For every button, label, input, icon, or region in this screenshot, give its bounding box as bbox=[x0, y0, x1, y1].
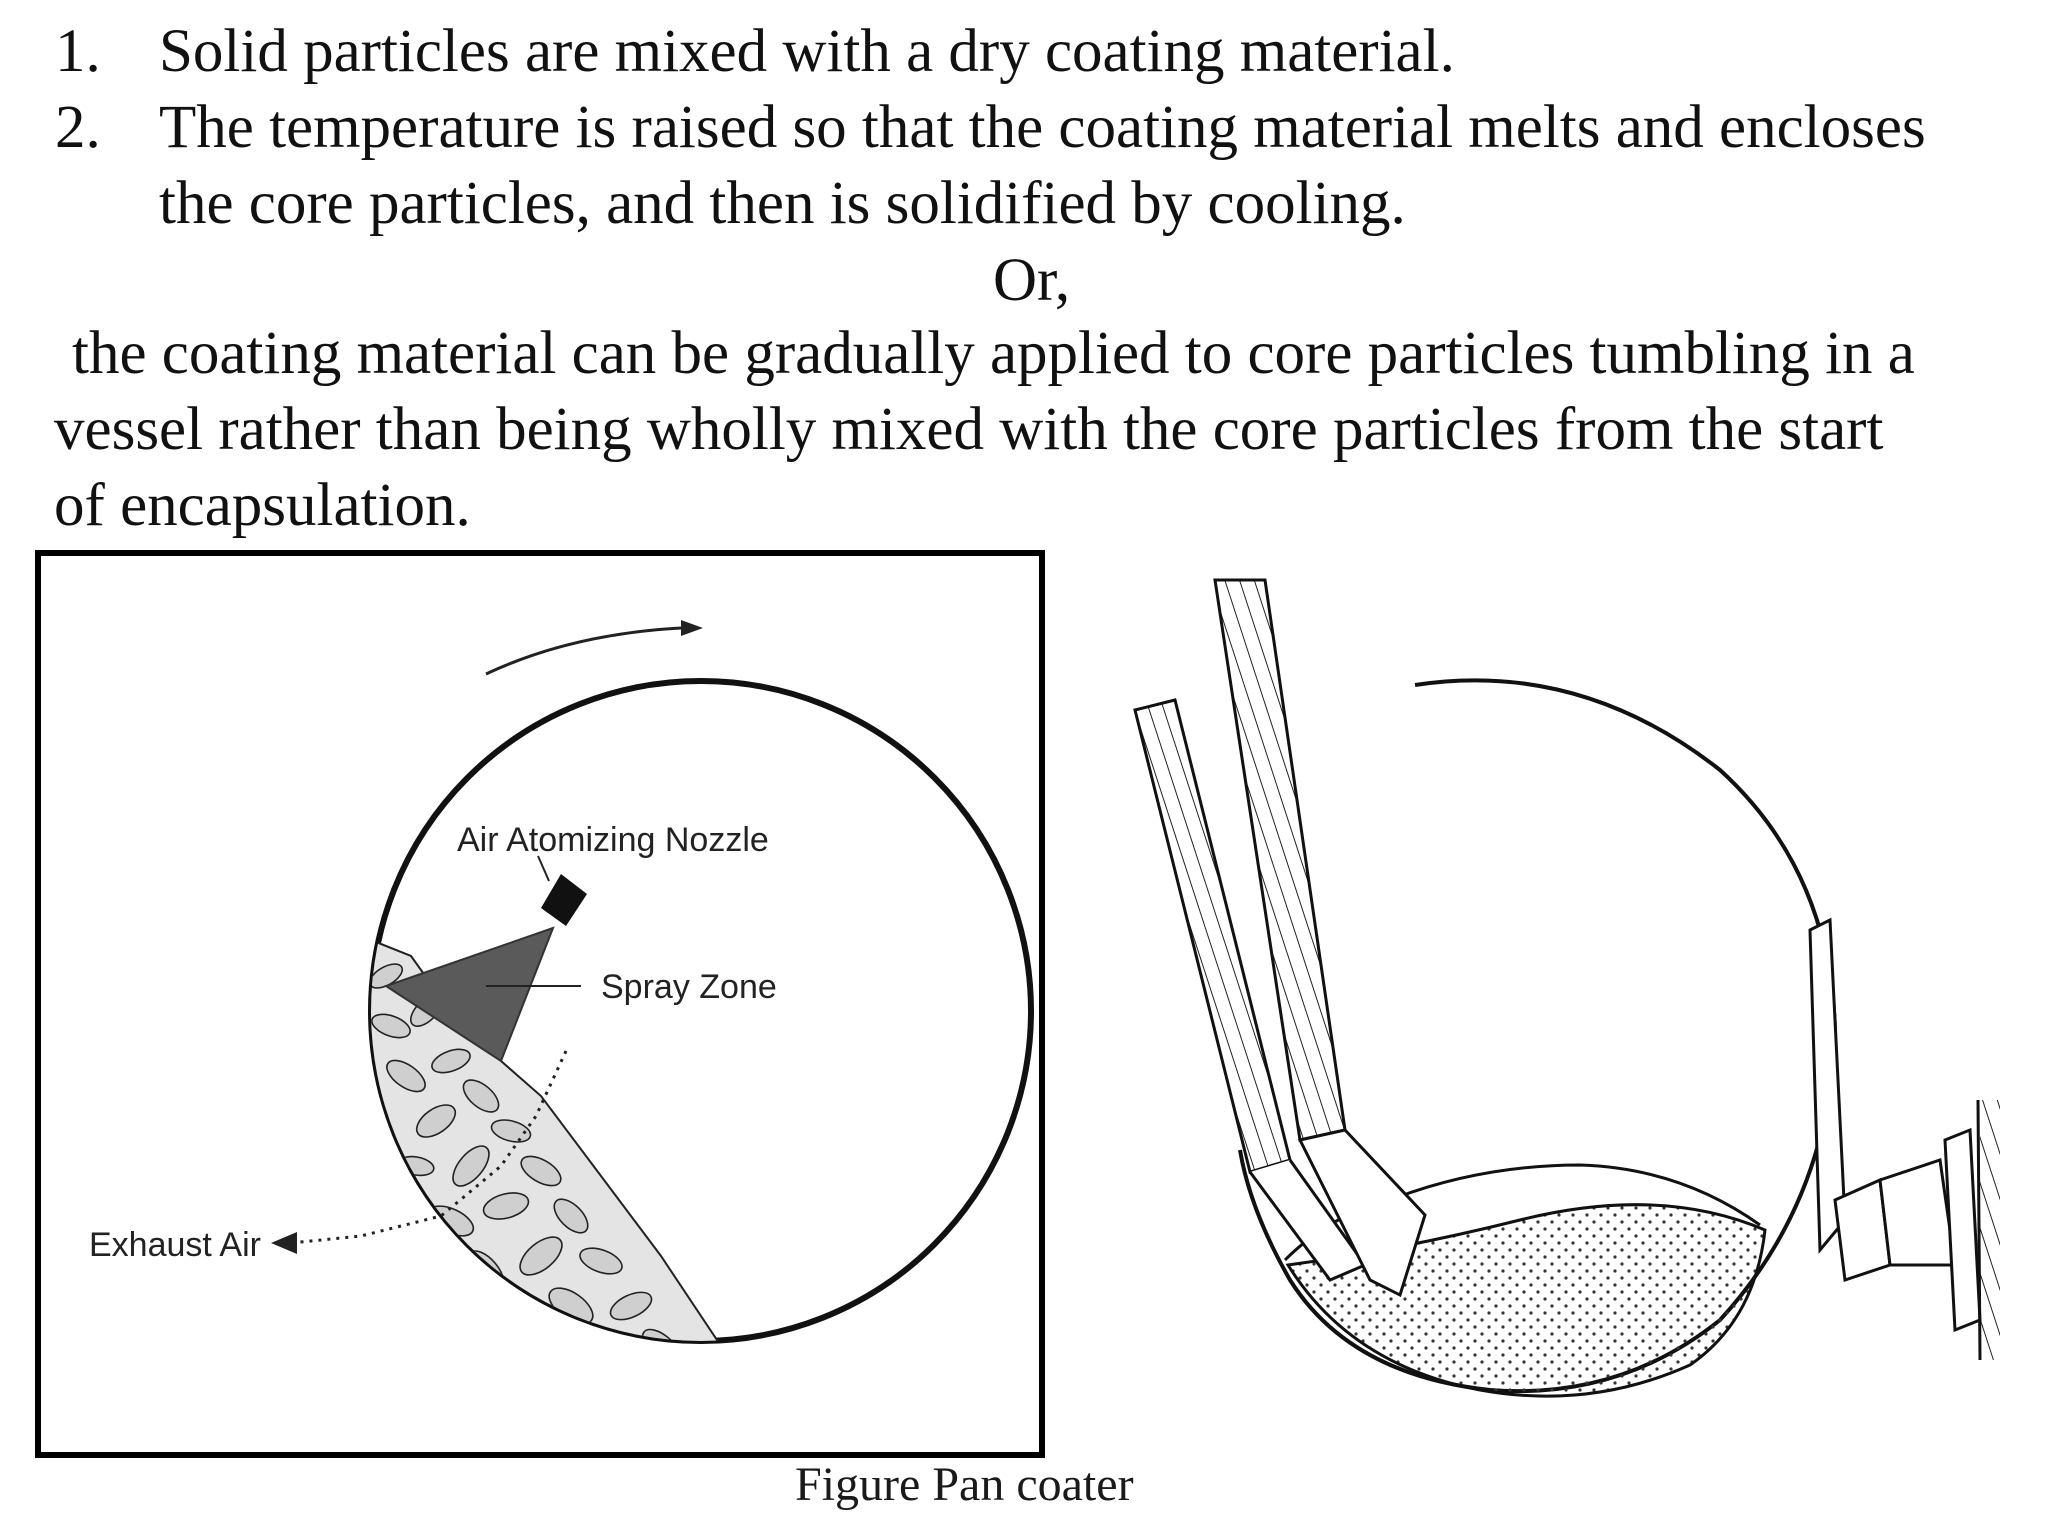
paragraph-line-1: the coating material can be gradually ap… bbox=[72, 320, 1915, 387]
step-2-text: The temperature is raised so that the co… bbox=[159, 94, 1926, 161]
step-1-number: 1. bbox=[55, 18, 101, 85]
figure-caption: Figure Pan coater bbox=[795, 1458, 1134, 1511]
nozzle-pointer bbox=[537, 855, 550, 882]
pan-outline bbox=[1238, 678, 1838, 1394]
nozzle-label: Air Atomizing Nozzle bbox=[457, 821, 769, 859]
step-2-continuation: the core particles, and then is solidifi… bbox=[159, 170, 1406, 237]
paragraph-line-3: of encapsulation. bbox=[54, 472, 471, 539]
rotation-arrowhead bbox=[681, 620, 703, 636]
exhaust-path bbox=[290, 1050, 568, 1245]
nozzle-icon bbox=[541, 874, 587, 926]
front-hose bbox=[1213, 578, 1427, 1298]
spray-zone-label: Spray Zone bbox=[601, 968, 777, 1006]
pan-coater-diagram: Air Atomizing Nozzle Spray Zone Exhaust … bbox=[35, 550, 1045, 1458]
pan-coater-illustration bbox=[1100, 560, 2000, 1440]
exhaust-arrowhead bbox=[271, 1232, 297, 1254]
wall-hatching bbox=[1980, 1100, 2000, 1360]
particle-bed bbox=[371, 934, 743, 1341]
pan-mount bbox=[1833, 1127, 1982, 1333]
rear-hose bbox=[1133, 698, 1368, 1282]
paragraph-line-2: vessel rather than being wholly mixed wi… bbox=[54, 396, 1884, 463]
step-2-number: 2. bbox=[55, 94, 101, 161]
or-text: Or, bbox=[993, 247, 1071, 314]
rotation-arrow bbox=[485, 626, 682, 676]
wall-line bbox=[1976, 1099, 1982, 1361]
exhaust-label: Exhaust Air bbox=[89, 1226, 261, 1264]
alternative-paragraph: the coating material can be gradually ap… bbox=[54, 316, 2014, 544]
spray-cone bbox=[383, 926, 555, 1063]
step-1-text: Solid particles are mixed with a dry coa… bbox=[159, 18, 1455, 85]
